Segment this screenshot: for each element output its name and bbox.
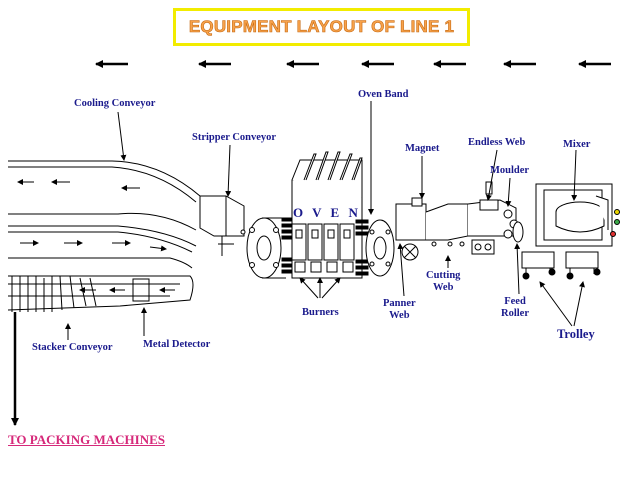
label-panner-web: Panner Web bbox=[383, 298, 416, 321]
oven-right-drum bbox=[365, 219, 395, 277]
label-oven-band: Oven Band bbox=[358, 89, 409, 100]
label-oven: O V E N bbox=[293, 205, 361, 220]
oven-left-drum bbox=[246, 217, 293, 279]
metal-detector-box bbox=[132, 278, 150, 302]
label-moulder: Moulder bbox=[490, 165, 530, 176]
lower-conveyor-drawing bbox=[8, 225, 197, 269]
label-trolley: Trolley bbox=[557, 327, 595, 341]
label-metal-detector: Metal Detector bbox=[143, 339, 211, 350]
feed-roller bbox=[512, 221, 524, 243]
trolleys-drawing bbox=[521, 251, 601, 280]
label-stripper-conveyor: Stripper Conveyor bbox=[192, 132, 277, 143]
to-packing-machines-link[interactable]: TO PACKING MACHINES bbox=[8, 432, 165, 447]
label-cutting-web: Cutting Web bbox=[426, 270, 461, 293]
title-box: EQUIPMENT LAYOUT OF LINE 1 bbox=[173, 8, 470, 46]
forming-section-drawing bbox=[395, 181, 524, 261]
diagram-title: EQUIPMENT LAYOUT OF LINE 1 bbox=[188, 17, 455, 37]
cooling-conveyor-drawing bbox=[8, 160, 201, 231]
oven-body bbox=[291, 151, 369, 279]
label-cooling-conveyor: Cooling Conveyor bbox=[74, 98, 156, 109]
label-magnet: Magnet bbox=[405, 143, 440, 154]
label-burners: Burners bbox=[302, 307, 339, 318]
label-stacker-conveyor: Stacker Conveyor bbox=[32, 342, 113, 353]
label-mixer: Mixer bbox=[563, 139, 591, 150]
label-feed-roller: Feed Roller bbox=[501, 296, 529, 319]
stripper-conveyor-drawing bbox=[199, 195, 246, 256]
leader-arrows bbox=[65, 101, 585, 340]
stacker-conveyor-drawing bbox=[7, 275, 194, 312]
label-endless-web: Endless Web bbox=[468, 137, 526, 148]
mixer-drawing bbox=[535, 183, 620, 247]
burner-units bbox=[291, 223, 355, 273]
